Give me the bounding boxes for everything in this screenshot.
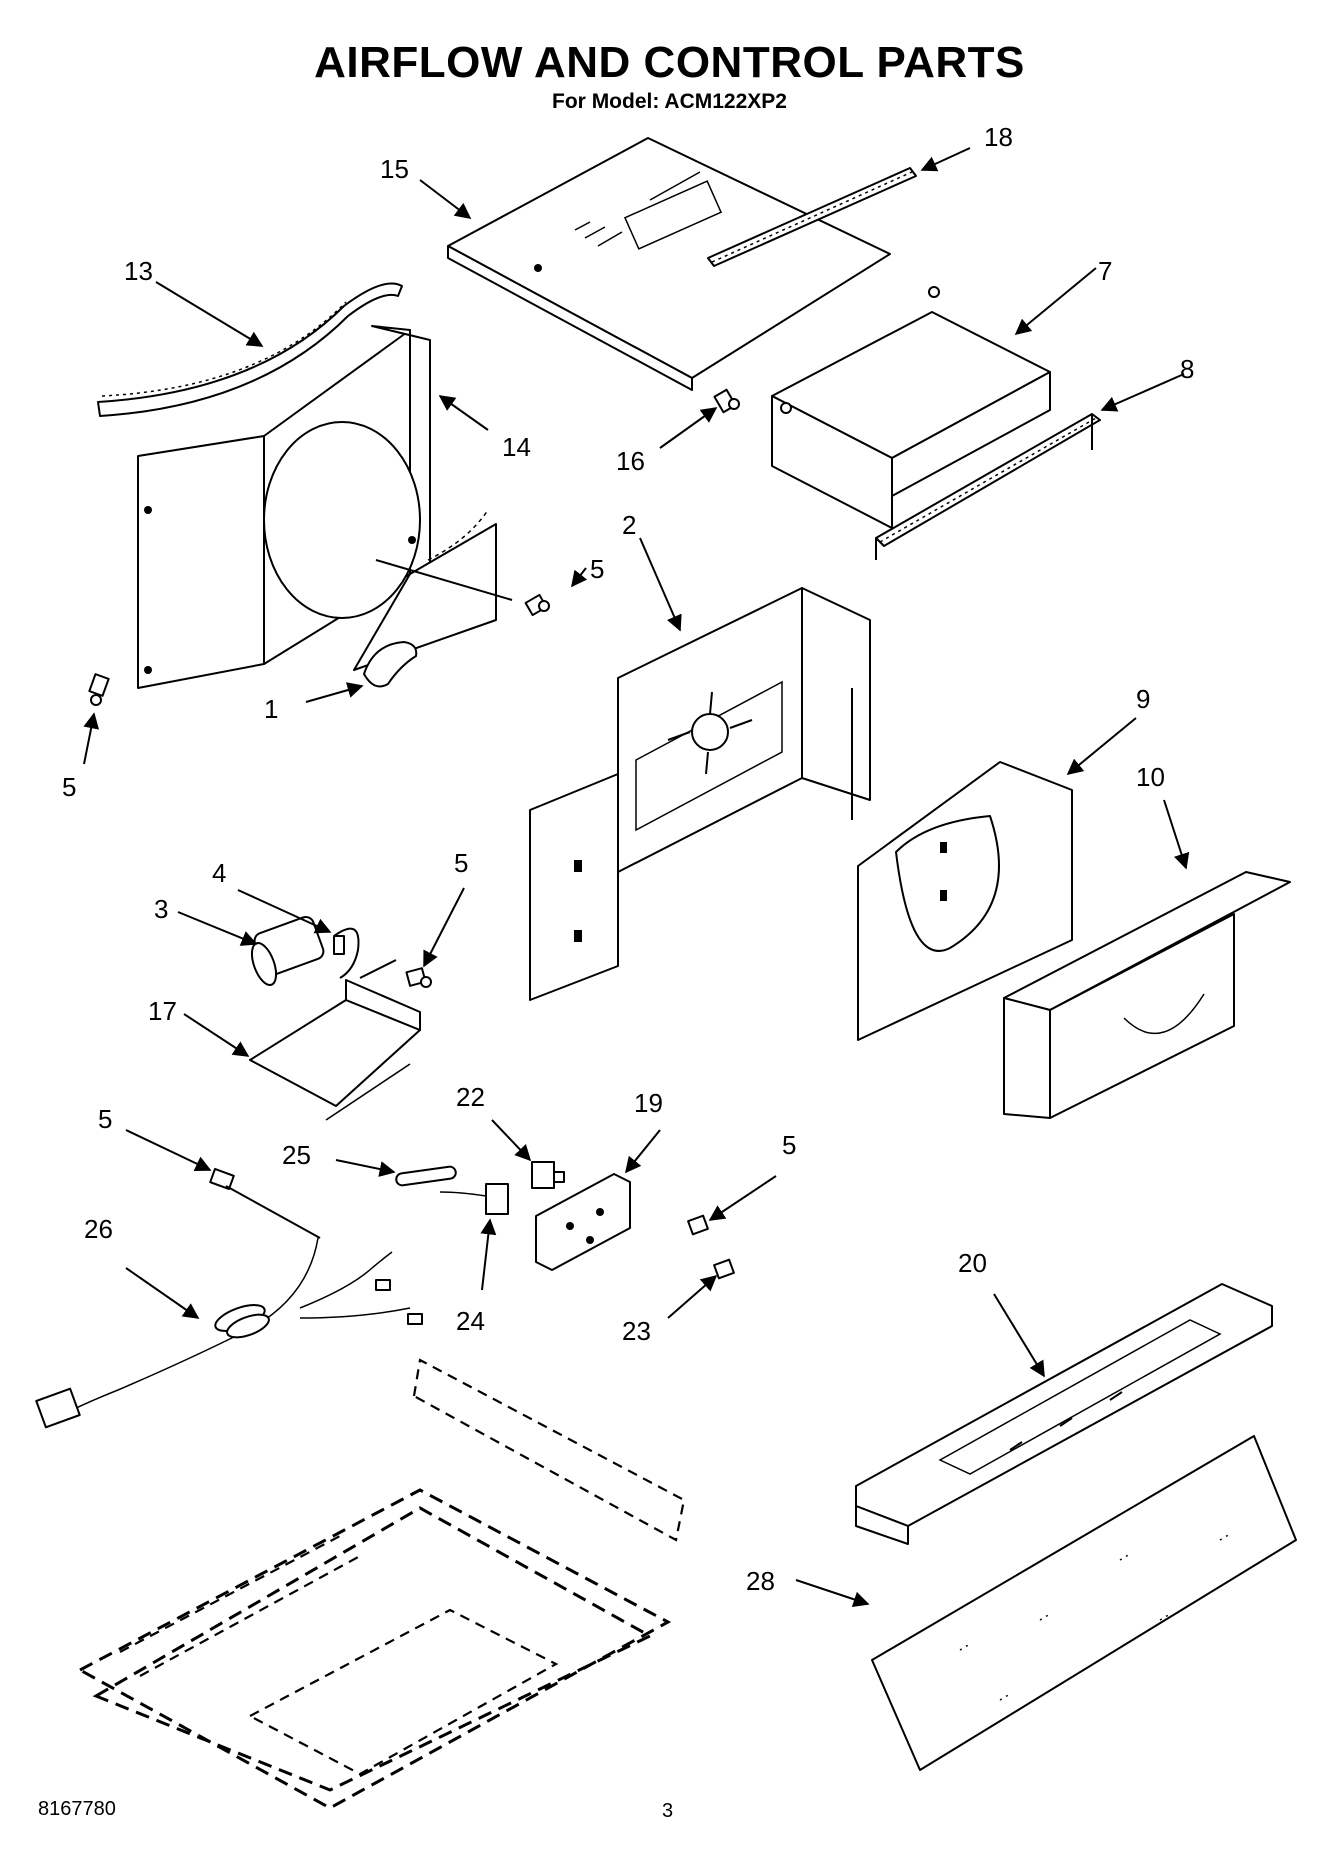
- callout-19: 19: [634, 1088, 663, 1118]
- callout-24: 24: [456, 1306, 485, 1336]
- callout-5-bracket: 5: [782, 1130, 796, 1160]
- callout-10: 10: [1136, 762, 1165, 792]
- callout-23: 23: [622, 1316, 651, 1346]
- part-1-handle: [363, 641, 418, 688]
- callout-15: 15: [380, 154, 409, 184]
- callout-3: 3: [154, 894, 168, 924]
- part-5-screw-bracket: [687, 1214, 709, 1236]
- base-pan-reference: [76, 1358, 686, 1810]
- callout-5-strap: 5: [454, 848, 468, 878]
- part-2-partition-panel: [529, 587, 871, 1001]
- callout-13: 13: [124, 256, 153, 286]
- callout-28: 28: [746, 1566, 775, 1596]
- callout-20: 20: [958, 1248, 987, 1278]
- part-18-seal-strip: [707, 167, 917, 267]
- callout-7: 7: [1098, 256, 1112, 286]
- callout-4: 4: [212, 858, 226, 888]
- callout-9: 9: [1136, 684, 1150, 714]
- callout-18: 18: [984, 122, 1013, 152]
- part-14-fan-shroud: [137, 325, 497, 689]
- callout-5-left: 5: [62, 772, 76, 802]
- callout-17: 17: [148, 996, 177, 1026]
- callout-8: 8: [1180, 354, 1194, 384]
- callout-22: 22: [456, 1082, 485, 1112]
- part-23-screw: [713, 1258, 735, 1280]
- model-subtitle: For Model: ACM122XP2: [552, 90, 787, 113]
- part-8-seal-strip: [875, 413, 1101, 560]
- part-25-tube: [395, 1165, 457, 1187]
- page-title: AIRFLOW AND CONTROL PARTS: [314, 38, 1025, 87]
- part-5-screw-shroud: [524, 593, 550, 617]
- page-number: 3: [662, 1800, 674, 1822]
- document-number: 8167780: [38, 1798, 116, 1820]
- callout-26: 26: [84, 1214, 113, 1244]
- part-24-switch: [439, 1183, 509, 1215]
- part-19-control-bracket: [535, 1173, 631, 1271]
- part-17-capacitor-bracket: [249, 979, 421, 1121]
- callout-16: 16: [616, 446, 645, 476]
- callout-labels: 15 18 13 14 7 8 16 5 2 1 5 9 10 4 3 5 17…: [62, 122, 1194, 1596]
- callout-leaders: [83, 147, 1190, 1608]
- part-26-power-cord: [35, 1237, 423, 1429]
- part-22-switch: [531, 1161, 565, 1189]
- part-5-screw-left: [88, 673, 110, 706]
- part-3-capacitor: [250, 915, 325, 986]
- callout-25: 25: [282, 1140, 311, 1170]
- part-15-top-cover: [447, 137, 891, 391]
- part-5-screw-strap: [405, 967, 432, 988]
- callout-5-cord: 5: [98, 1104, 112, 1134]
- part-28-filter-pad: [871, 1435, 1297, 1771]
- part-7-control-cover: [771, 286, 1051, 529]
- part-20-drain-pan: [855, 1283, 1273, 1545]
- callout-5-top: 5: [590, 554, 604, 584]
- part-9-blower-housing: [857, 761, 1073, 1041]
- part-13-shroud-seal: [97, 282, 403, 417]
- callout-1: 1: [264, 694, 278, 724]
- part-5-screw-ground: [209, 1168, 235, 1190]
- part-16-screw: [713, 388, 740, 414]
- part-10-air-baffle: [1003, 871, 1291, 1119]
- callout-14: 14: [502, 432, 531, 462]
- part-4-capacitor-strap: [333, 927, 360, 979]
- callout-2: 2: [622, 510, 636, 540]
